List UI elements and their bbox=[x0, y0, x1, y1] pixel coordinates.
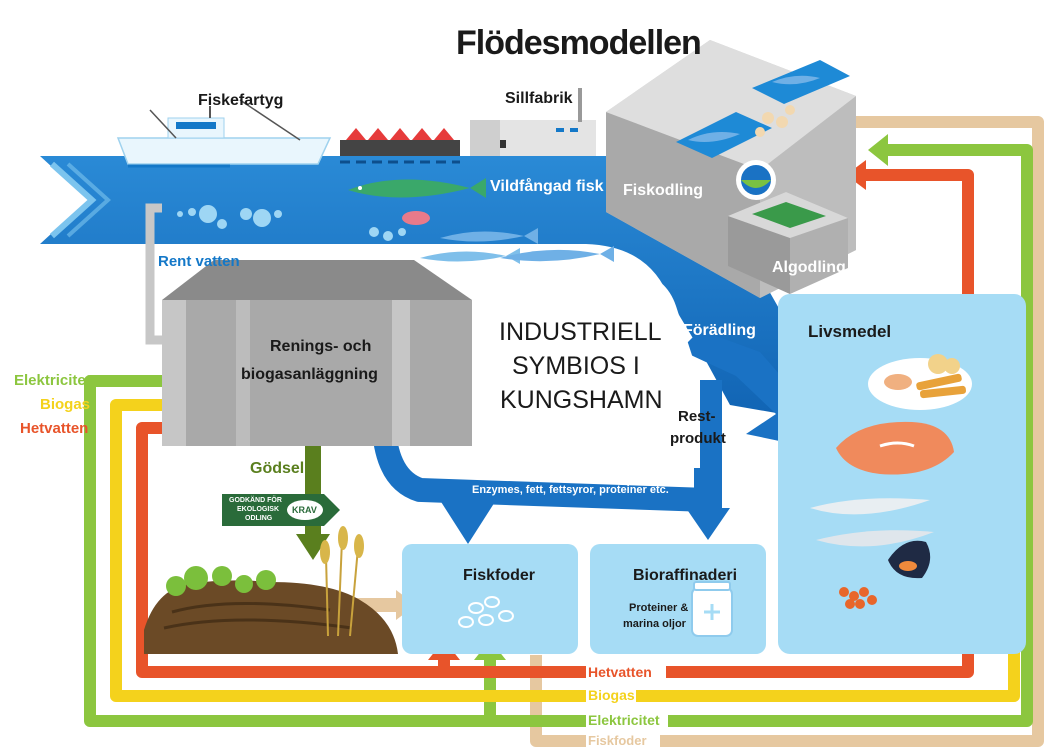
label-proteiner-line1: Proteiner & bbox=[629, 602, 689, 614]
label-renings-line2: biogasanläggning bbox=[241, 366, 378, 383]
flow-label-bg-elektricitet bbox=[586, 712, 668, 730]
center-panel bbox=[472, 270, 700, 468]
algodling-building bbox=[728, 192, 848, 294]
flow-label-bg-biogas bbox=[586, 687, 636, 705]
food-illustration bbox=[810, 354, 972, 609]
enzymes-arrowhead bbox=[436, 494, 500, 544]
flow-label-elektricitet: Elektricitet bbox=[588, 712, 660, 728]
legend-biogas: Biogas bbox=[40, 396, 91, 413]
label-sillfabrik: Sillfabrik bbox=[505, 90, 573, 107]
diagram-title: Flödesmodellen bbox=[456, 24, 702, 62]
rent-vatten-pipe bbox=[145, 203, 170, 345]
water-bubbles bbox=[177, 205, 282, 229]
wild-fish-illustration bbox=[348, 178, 614, 264]
renings-building bbox=[162, 260, 472, 446]
soil-illustration bbox=[144, 526, 398, 654]
elektricitet-flow-line bbox=[84, 144, 1033, 727]
label-fiskodling: Fiskodling bbox=[623, 182, 703, 199]
bioraffinaderi-box bbox=[590, 544, 766, 654]
hetvatten-to-fiskodling-line bbox=[860, 169, 974, 294]
factory-illustration bbox=[340, 88, 596, 164]
label-enzymes: Enzymes, fett, fettsyror, proteiner etc. bbox=[472, 484, 669, 496]
flow-label-bg-fiskfoder bbox=[586, 733, 660, 749]
sea-chevron bbox=[49, 161, 97, 239]
flow-label-hetvatten: Hetvatten bbox=[588, 664, 652, 680]
label-renings-line1: Renings- och bbox=[270, 338, 372, 355]
label-rent-vatten: Rent vatten bbox=[158, 253, 240, 270]
flow-label-bg-hetvatten bbox=[586, 664, 666, 682]
label-restprodukt-line2: produkt bbox=[670, 430, 726, 447]
jar-icon bbox=[691, 581, 733, 637]
godsel-arrowhead bbox=[296, 534, 330, 560]
flow-label-fiskfoder: Fiskfoder bbox=[588, 733, 647, 748]
label-bioraffinaderi: Bioraffinaderi bbox=[633, 567, 738, 584]
krav-text-3: ODLING bbox=[245, 515, 273, 522]
krav-text-1: GODKÄND FÖR bbox=[229, 497, 282, 504]
elektricitet-arrowhead bbox=[868, 134, 888, 166]
krav-badge bbox=[222, 494, 340, 526]
fiskfoder-pellets bbox=[458, 596, 514, 628]
label-fiskefartyg: Fiskefartyg bbox=[198, 92, 284, 109]
legend-elektricitet: Elektricitet bbox=[14, 372, 91, 389]
center-title-line2: SYMBIOS I bbox=[512, 352, 640, 380]
label-algodling: Algodling bbox=[772, 259, 846, 276]
label-fiskfoder: Fiskfoder bbox=[463, 567, 536, 584]
center-title-line3: KUNGSHAMN bbox=[500, 386, 663, 414]
label-vildfangad: Vildfångad fisk bbox=[490, 178, 604, 195]
fiskfoder-flow-line bbox=[530, 116, 1044, 747]
center-title-line1: INDUSTRIELL bbox=[499, 318, 662, 346]
fiskfoder-box bbox=[402, 544, 578, 654]
label-godsel: Gödsel bbox=[250, 460, 305, 477]
label-restprodukt-line1: Rest- bbox=[678, 408, 716, 425]
krav-text-2: EKOLOGISK bbox=[237, 506, 280, 513]
label-foradling: Förädling bbox=[683, 322, 756, 339]
flow-label-biogas: Biogas bbox=[588, 687, 635, 703]
restprodukt-arrowhead bbox=[686, 508, 730, 540]
fishing-boat-illustration bbox=[116, 99, 332, 168]
label-proteiner-line2: marina oljor bbox=[623, 618, 686, 630]
krav-logo: KRAV bbox=[292, 505, 317, 515]
sea-chevron-2 bbox=[66, 162, 111, 238]
legend-hetvatten: Hetvatten bbox=[20, 420, 89, 437]
label-livsmedel: Livsmedel bbox=[808, 322, 892, 341]
